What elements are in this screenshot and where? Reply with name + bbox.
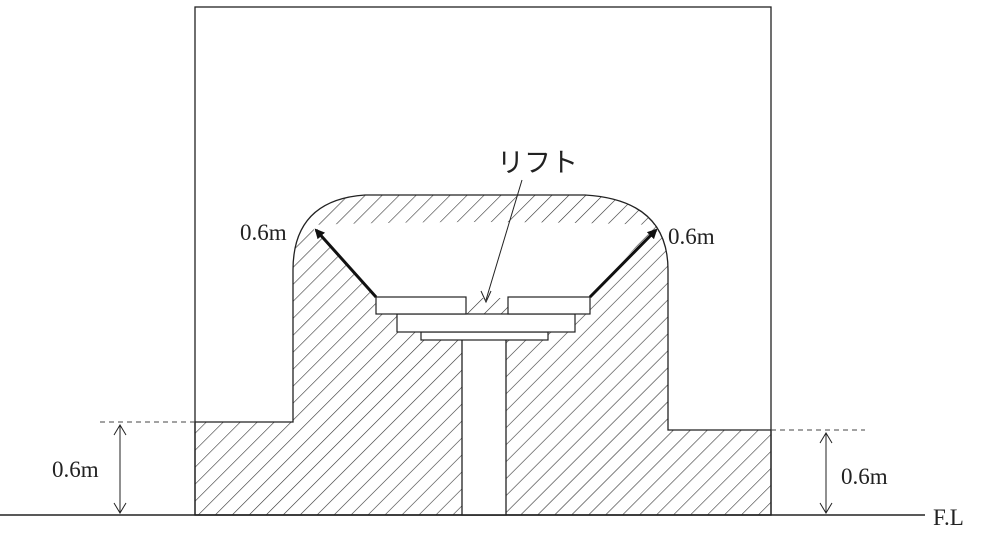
lift-pointer-line: [485, 179, 523, 301]
clearance-arrow-right: [588, 228, 658, 299]
lift-platform-middle: [396, 313, 576, 333]
floor-level-label: F.L: [933, 505, 964, 530]
upper-left-clearance-label: 0.6m: [240, 220, 287, 245]
lower-right-height-label: 0.6m: [841, 464, 888, 489]
lift-pointer-head: [480, 290, 492, 304]
lift-column: [461, 334, 507, 516]
lift-label: リフト: [497, 148, 578, 179]
clear-area: [310, 222, 655, 298]
dimension-right: [819, 432, 833, 514]
lower-left-height-label: 0.6m: [52, 457, 99, 482]
lift-platform-top-left: [375, 296, 467, 315]
dimension-left: [113, 424, 127, 514]
lift-platform-lower: [420, 331, 549, 341]
clearance-arrow-left: [314, 228, 378, 299]
lift-platform-top-right: [507, 296, 591, 315]
upper-right-clearance-label: 0.6m: [668, 224, 715, 249]
